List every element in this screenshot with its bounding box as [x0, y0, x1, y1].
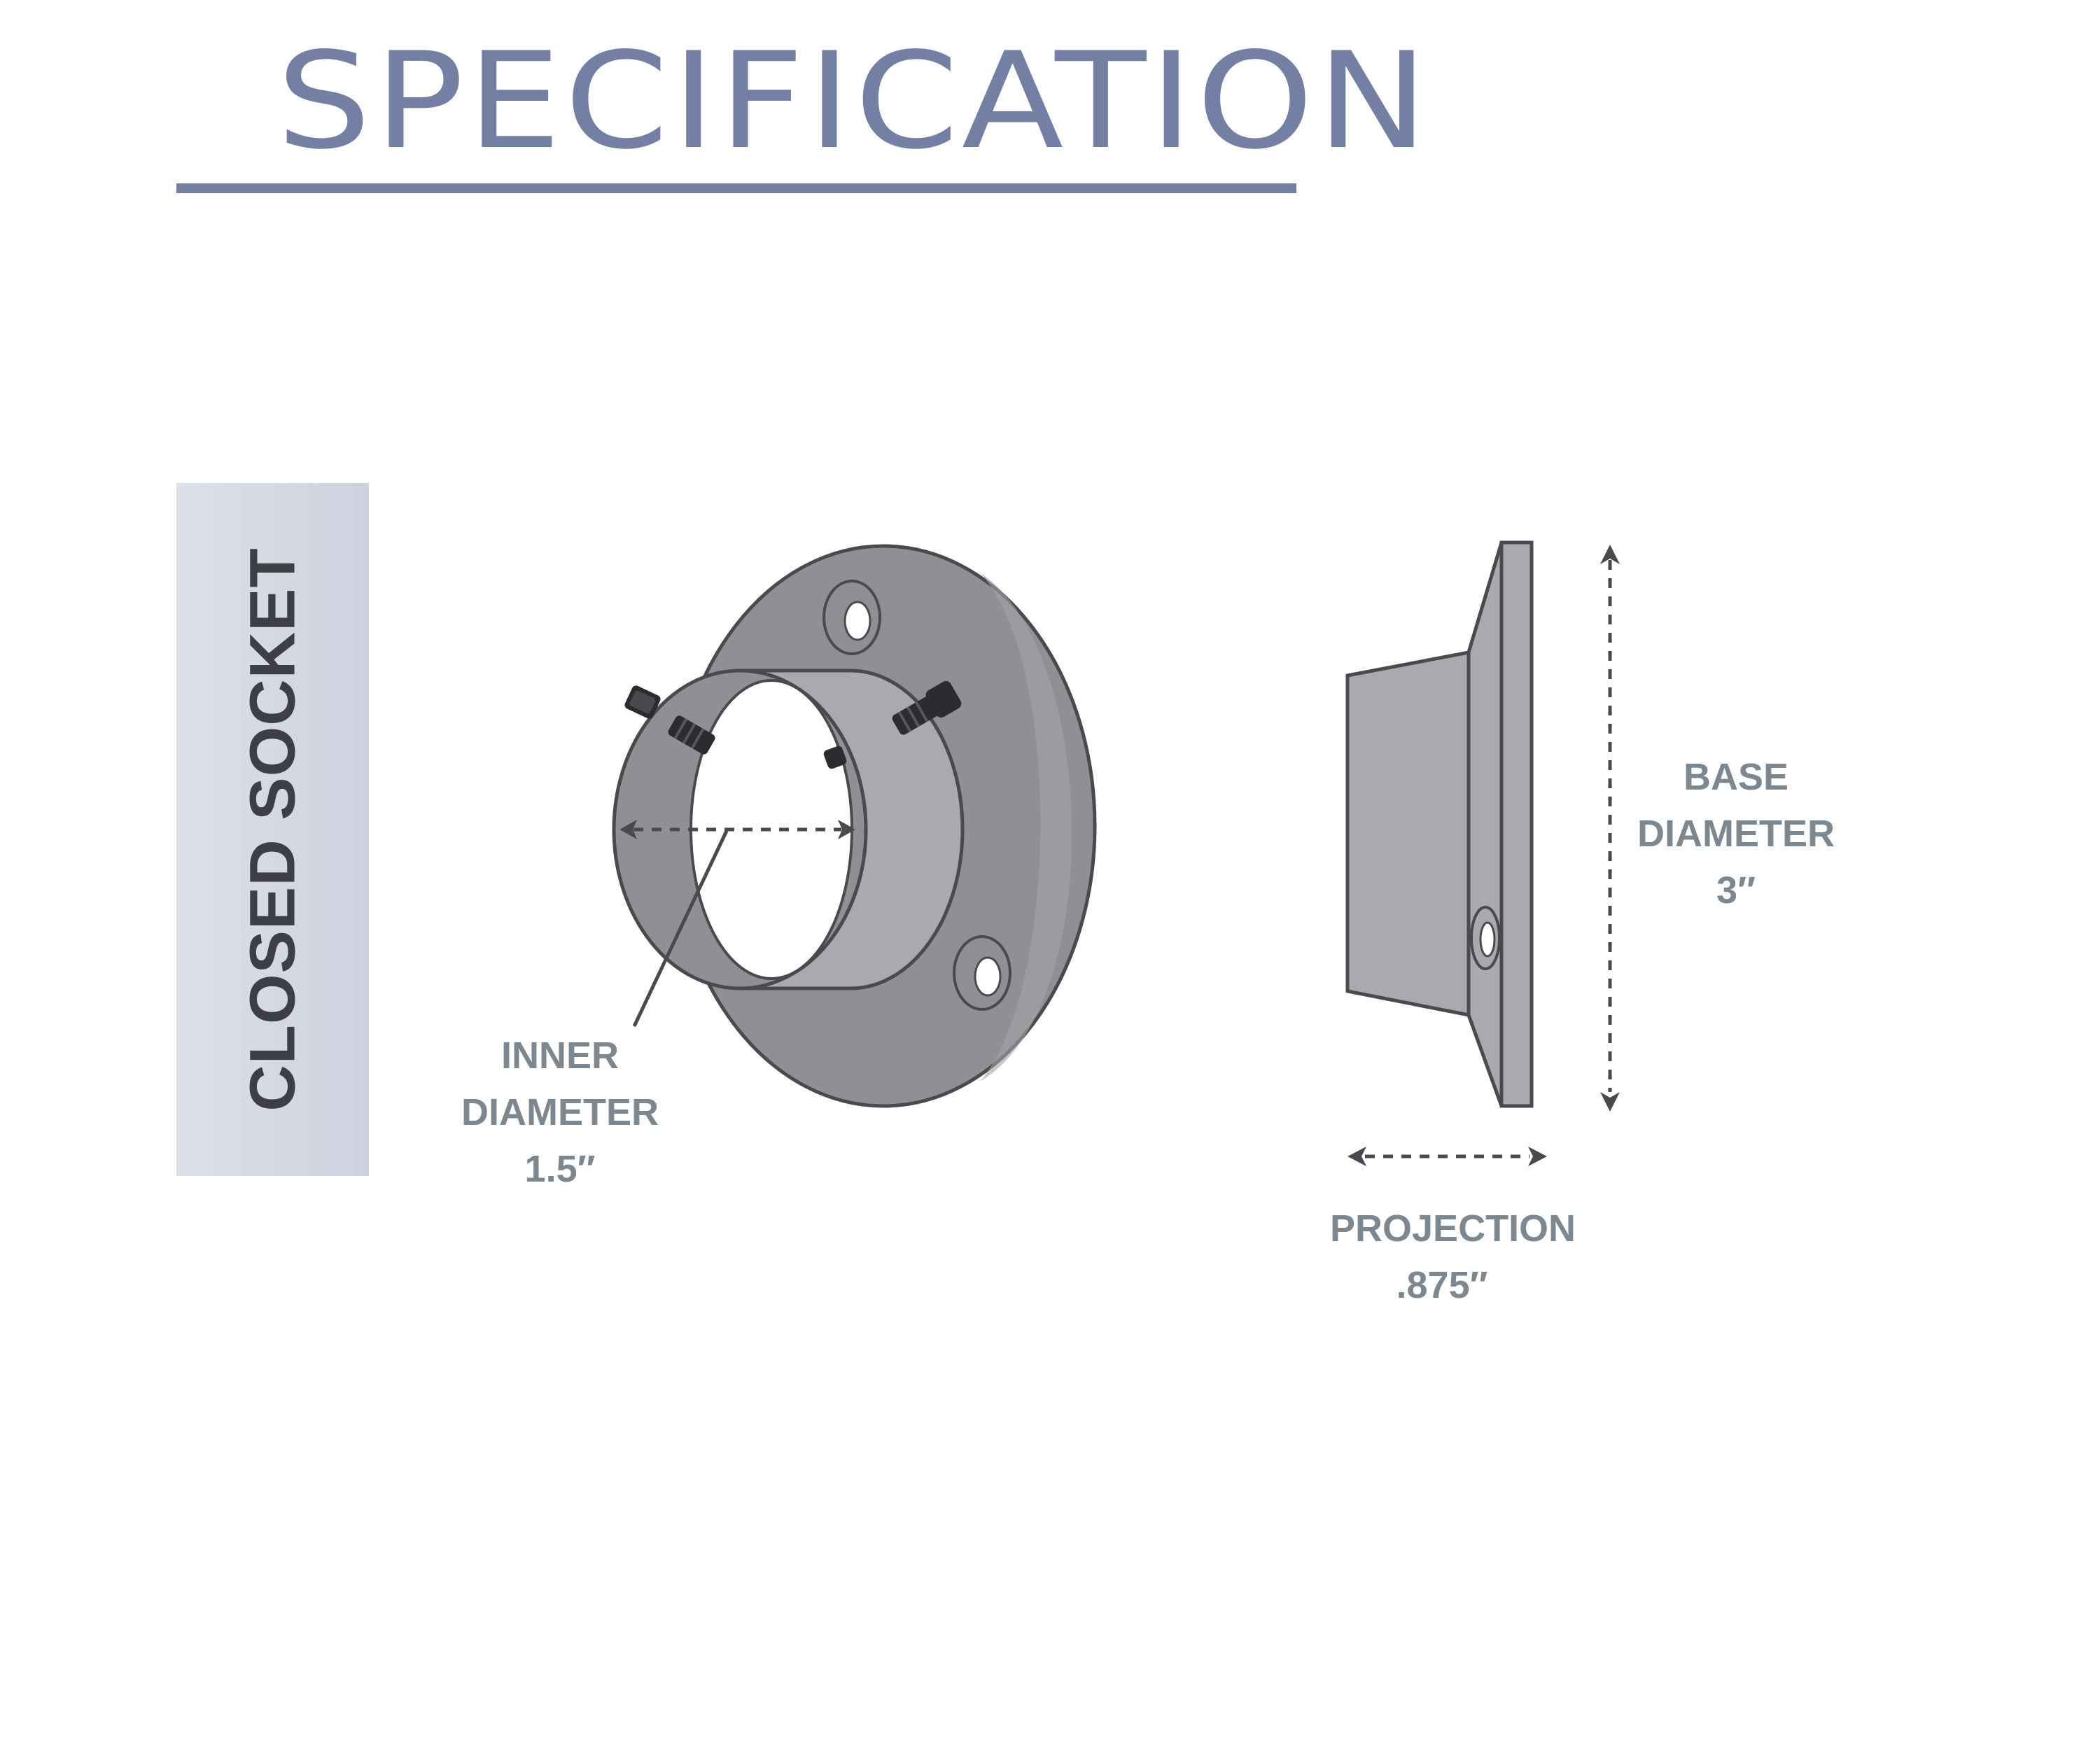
base-diameter-label-line1: BASE: [1683, 756, 1789, 798]
projection-label: PROJECTION: [1330, 1208, 1576, 1250]
front-view: [612, 544, 1097, 1108]
projection-arrowhead-left: [1348, 1147, 1366, 1166]
screw-icon: [892, 680, 962, 735]
inner-diameter-value: 1.5″: [524, 1148, 596, 1190]
base-diameter-arrowhead-bottom: [1600, 1092, 1620, 1112]
base-diameter-value: 3″: [1716, 869, 1756, 911]
base-taper: [1466, 542, 1504, 1107]
inner-diameter-arrowhead-right: [838, 820, 855, 839]
projection-value: .875″: [1396, 1264, 1488, 1306]
mounting-hole-top-inner: [844, 601, 872, 641]
base-plate: [1499, 540, 1534, 1108]
side-view: [1345, 540, 1620, 1166]
product-tab: CLOSED SOCKET: [176, 483, 369, 1176]
mounting-hole-bottom-inner: [974, 956, 1002, 997]
base-diameter-callout: BASE DIAMETER 3″: [1631, 749, 1841, 919]
inner-diameter-leader: [632, 830, 729, 1028]
socket-profile: [1345, 650, 1471, 1018]
base-diameter-label-line2: DIAMETER: [1637, 813, 1835, 855]
screw-icon: [668, 715, 715, 755]
title-underline: [176, 183, 1296, 193]
page-title: SPECIFICATION: [276, 24, 1432, 178]
projection-arrowhead-right: [1528, 1147, 1547, 1166]
inner-diameter-label: INNER DIAMETER: [461, 1035, 659, 1133]
projection-callout: PROJECTION .875″: [1330, 1200, 1576, 1314]
screw-icon: [823, 746, 847, 769]
inner-diameter-arrowhead-left: [620, 820, 637, 839]
base-diameter-arrowhead-top: [1600, 545, 1620, 564]
screw-icon: [624, 685, 661, 719]
side-mounting-hole-inner: [1479, 921, 1496, 958]
inner-diameter-callout: INNER DIAMETER 1.5″: [427, 1028, 693, 1198]
flange-highlight: [980, 573, 1072, 1082]
